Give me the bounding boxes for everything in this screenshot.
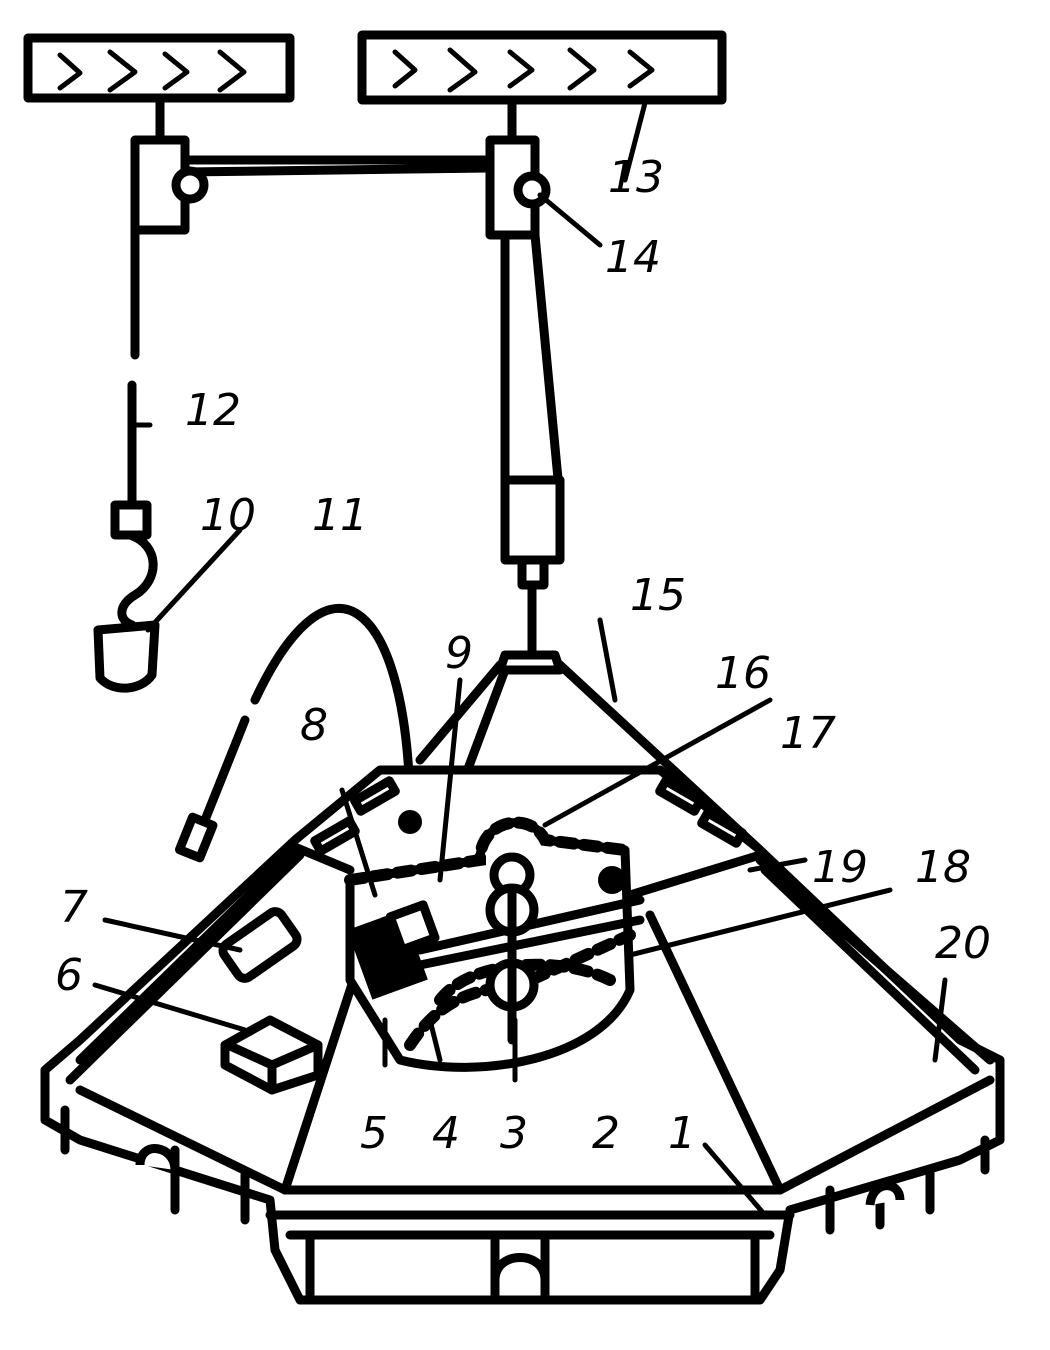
frame-slots: [310, 776, 747, 856]
label-2: 2: [592, 1108, 620, 1159]
ceiling-beam-right: [357, 30, 727, 105]
label-18: 18: [915, 842, 971, 893]
label-13: 13: [608, 152, 664, 203]
label-20: 20: [935, 918, 991, 969]
control-box-6: [220, 1015, 323, 1095]
label-3: 3: [500, 1108, 528, 1159]
callout-labels: 1 2 3 4 5 6 7 8 9 10 11 12 13 14 15 16 1…: [55, 152, 991, 1159]
hoist-rope-and-hook: [93, 225, 160, 693]
label-5: 5: [360, 1108, 388, 1159]
ceiling-beam-left: [23, 33, 295, 103]
label-15: 15: [630, 570, 686, 621]
label-10: 10: [200, 490, 256, 541]
label-6: 6: [55, 950, 83, 1001]
label-12: 12: [185, 385, 241, 436]
plate-7: [218, 907, 302, 983]
label-7: 7: [60, 882, 88, 933]
label-9: 9: [445, 628, 473, 679]
label-14: 14: [605, 232, 661, 283]
label-8: 8: [300, 700, 328, 751]
lifting-cylinder: [500, 230, 565, 660]
control-pendant-cable: [174, 604, 415, 863]
label-17: 17: [780, 708, 836, 759]
label-1: 1: [668, 1108, 696, 1159]
label-19: 19: [812, 842, 868, 893]
label-4: 4: [432, 1108, 460, 1159]
leader-lines: [92, 100, 948, 1218]
central-gripper-mechanism: [344, 810, 645, 1072]
overhead-trolley-assembly: [130, 93, 551, 240]
label-11: 11: [312, 490, 368, 541]
label-16: 16: [715, 648, 771, 699]
